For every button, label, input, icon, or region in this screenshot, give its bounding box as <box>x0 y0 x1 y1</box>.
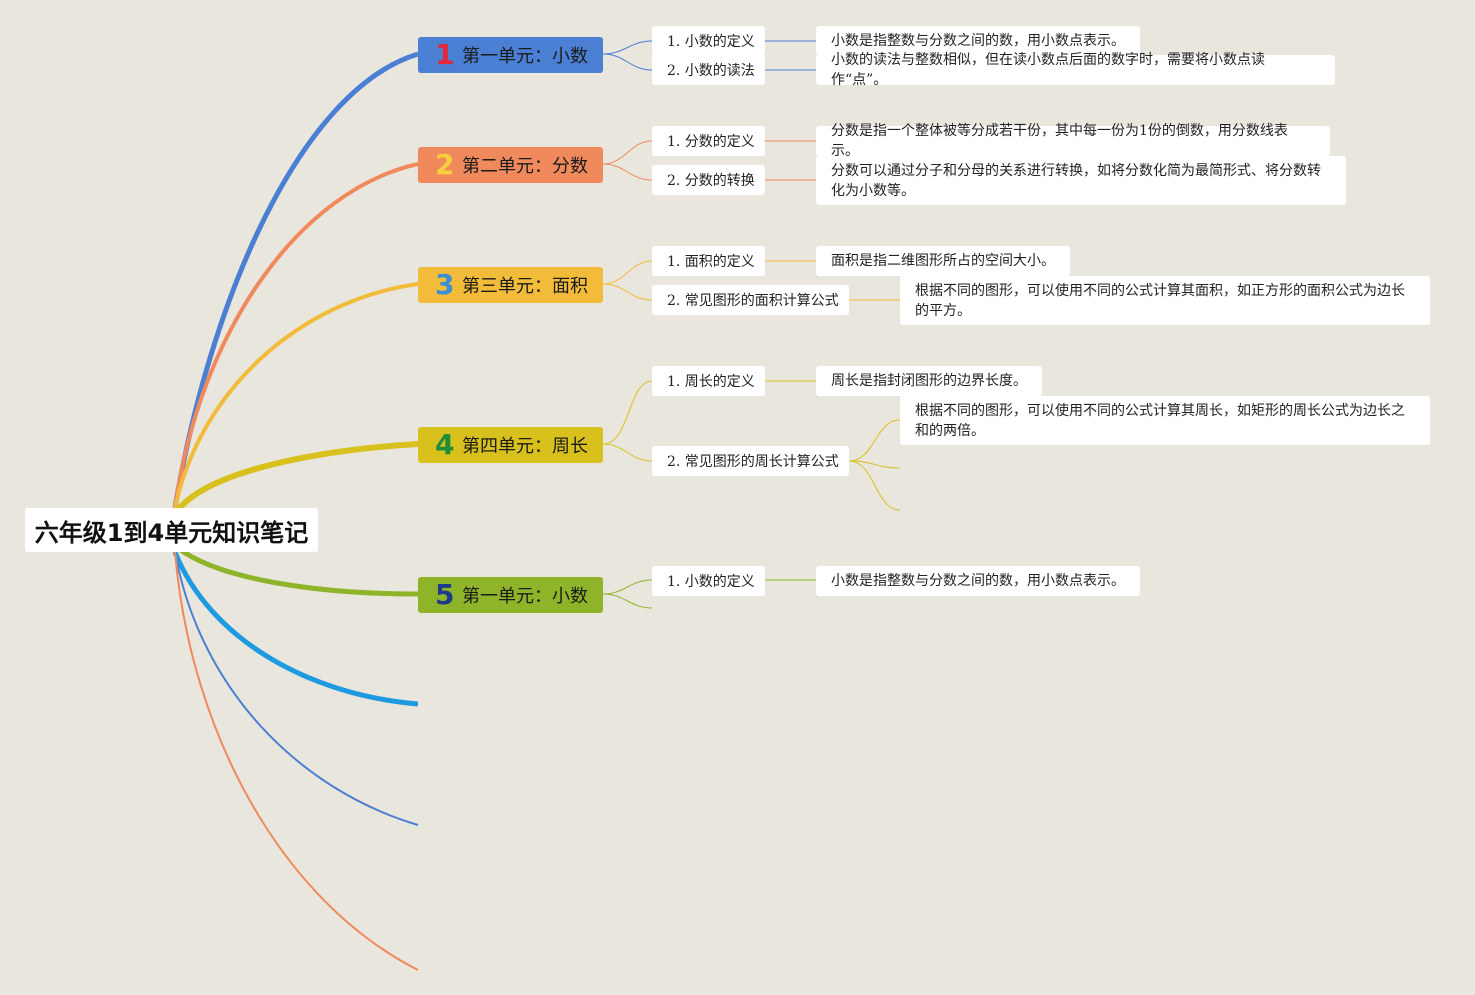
link-u4-s2 <box>602 443 653 462</box>
unit-number-5: 5 <box>435 578 455 611</box>
branch-extra-2 <box>174 551 419 826</box>
branch-unit-2 <box>173 162 419 509</box>
subtopic-3-2[interactable]: 2. 常见图形的面积计算公式 <box>652 285 849 315</box>
link-u4-s1 <box>602 380 653 445</box>
description-text: 小数是指整数与分数之间的数，用小数点表示。 <box>831 33 1125 49</box>
unit-title-3: 第三单元：面积 <box>462 276 588 297</box>
description-5-1[interactable]: 小数是指整数与分数之间的数，用小数点表示。 <box>816 566 1140 596</box>
subtopic-label: 1. 周长的定义 <box>667 374 755 390</box>
branch-unit-3 <box>173 282 419 509</box>
unit-number-3: 3 <box>435 268 455 301</box>
subtopic-4-1[interactable]: 1. 周长的定义 <box>652 366 765 396</box>
description-1-1[interactable]: 小数是指整数与分数之间的数，用小数点表示。 <box>816 26 1140 56</box>
unit-number-1: 1 <box>435 38 455 71</box>
description-text: 小数的读法与整数相似，但在读小数点后面的数字时，需要将小数点读作“点”。 <box>831 52 1265 88</box>
subtopic-label: 1. 面积的定义 <box>667 254 755 270</box>
subtopic-label: 1. 分数的定义 <box>667 134 755 150</box>
link-s-stub-1 <box>848 460 901 469</box>
link-s-d-8 <box>848 419 901 462</box>
description-text: 小数是指整数与分数之间的数，用小数点表示。 <box>831 573 1125 589</box>
root-title: 六年级1到4单元知识笔记 <box>34 518 309 547</box>
description-text: 分数可以通过分子和分母的关系进行转换，如将分数化简为最简形式、将分数转化为小数等… <box>831 162 1321 199</box>
branch-unit-5 <box>176 546 419 597</box>
branch-extra-1 <box>172 551 419 707</box>
unit-title-5: 第一单元：小数 <box>462 586 588 607</box>
description-text: 根据不同的图形，可以使用不同的公式计算其面积，如正方形的面积公式为边长的平方。 <box>915 282 1405 319</box>
unit-topic-2[interactable]: 2 第二单元：分数 <box>418 147 603 183</box>
branch-unit-1 <box>172 51 419 509</box>
description-3-2[interactable]: 根据不同的图形，可以使用不同的公式计算其面积，如正方形的面积公式为边长的平方。 <box>900 276 1430 325</box>
subtopic-5-1[interactable]: 1. 小数的定义 <box>652 566 765 596</box>
subtopic-2-1[interactable]: 1. 分数的定义 <box>652 126 765 156</box>
link-u5-stub <box>602 593 653 609</box>
unit-topic-5[interactable]: 5 第一单元：小数 <box>418 577 603 613</box>
unit-topic-1[interactable]: 1 第一单元：小数 <box>418 37 603 73</box>
subtopic-label: 1. 小数的定义 <box>667 574 755 590</box>
link-u1-s2 <box>602 53 653 71</box>
description-text: 面积是指二维图形所占的空间大小。 <box>831 253 1055 269</box>
description-text: 根据不同的图形，可以使用不同的公式计算其周长，如矩形的周长公式为边长之和的两倍。 <box>915 402 1405 439</box>
description-4-1[interactable]: 周长是指封闭图形的边界长度。 <box>816 366 1042 396</box>
description-4-2[interactable]: 根据不同的图形，可以使用不同的公式计算其周长，如矩形的周长公式为边长之和的两倍。 <box>900 396 1430 445</box>
unit-topic-3[interactable]: 3 第三单元：面积 <box>418 267 603 303</box>
subtopic-3-1[interactable]: 1. 面积的定义 <box>652 246 765 276</box>
description-2-1[interactable]: 分数是指一个整体被等分成若干份，其中每一份为1份的倒数，用分数线表示。 <box>816 123 1330 159</box>
link-u1-s1 <box>602 40 653 55</box>
unit-topic-4[interactable]: 4 第四单元：周长 <box>418 427 603 463</box>
branch-extra-3 <box>174 551 419 971</box>
link-s-stub-2 <box>848 460 901 511</box>
subtopic-label: 2. 常见图形的面积计算公式 <box>667 293 839 309</box>
unit-number-4: 4 <box>435 428 455 461</box>
unit-title-1: 第一单元：小数 <box>462 46 588 67</box>
branch-unit-4 <box>175 441 419 512</box>
description-text: 分数是指一个整体被等分成若干份，其中每一份为1份的倒数，用分数线表示。 <box>831 123 1288 159</box>
description-1-2[interactable]: 小数的读法与整数相似，但在读小数点后面的数字时，需要将小数点读作“点”。 <box>816 52 1335 88</box>
subtopic-2-2[interactable]: 2. 分数的转换 <box>652 165 765 195</box>
subtopic-label: 2. 常见图形的周长计算公式 <box>667 454 839 470</box>
subtopic-label: 2. 分数的转换 <box>667 173 755 189</box>
subtopic-1-1[interactable]: 1. 小数的定义 <box>652 26 765 56</box>
link-u5-s1 <box>602 579 653 595</box>
link-u2-s1 <box>602 140 653 165</box>
subtopic-1-2[interactable]: 2. 小数的读法 <box>652 55 765 85</box>
link-u3-s2 <box>602 283 653 301</box>
description-3-1[interactable]: 面积是指二维图形所占的空间大小。 <box>816 246 1070 276</box>
link-u2-s2 <box>602 163 653 181</box>
link-u3-s1 <box>602 260 653 285</box>
description-text: 周长是指封闭图形的边界长度。 <box>831 373 1027 389</box>
subtopic-label: 2. 小数的读法 <box>667 63 755 79</box>
root-topic[interactable]: 六年级1到4单元知识笔记 <box>25 508 318 552</box>
subtopic-label: 1. 小数的定义 <box>667 34 755 50</box>
description-2-2[interactable]: 分数可以通过分子和分母的关系进行转换，如将分数化简为最简形式、将分数转化为小数等… <box>816 156 1346 205</box>
unit-title-4: 第四单元：周长 <box>462 436 588 457</box>
unit-title-2: 第二单元：分数 <box>462 156 588 177</box>
subtopic-4-2[interactable]: 2. 常见图形的周长计算公式 <box>652 446 849 476</box>
unit-number-2: 2 <box>435 148 455 181</box>
